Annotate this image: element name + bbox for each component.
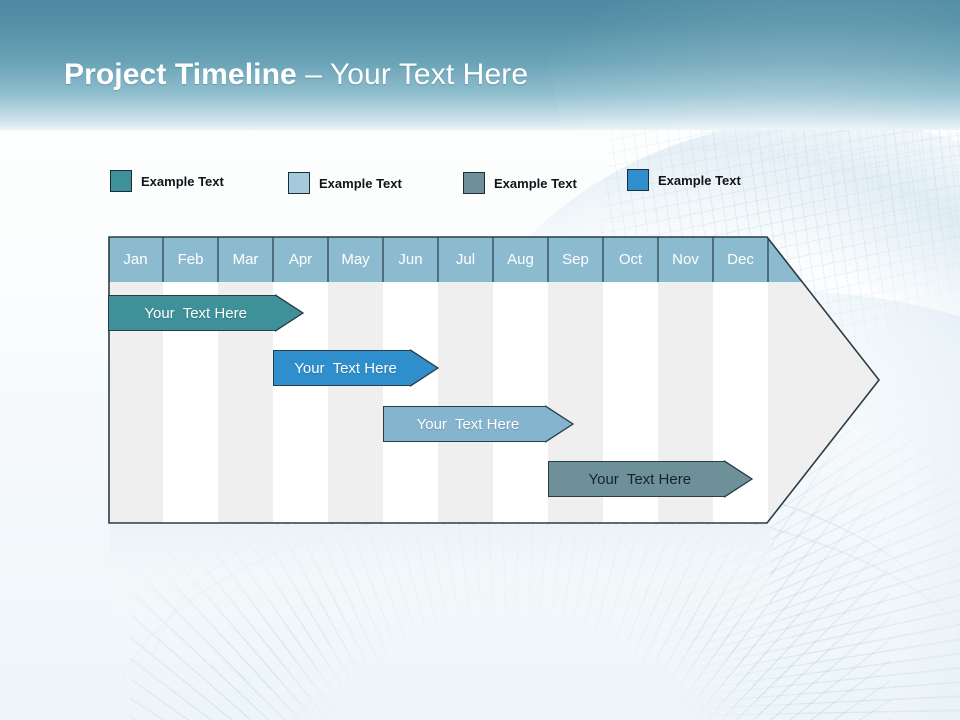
month-header-may[interactable]: May [341,250,370,268]
timeline-bar-3[interactable]: Your Text Here [383,405,574,443]
timeline-bar-2[interactable]: Your Text Here [273,349,440,387]
legend-swatch-icon-3 [463,172,485,194]
legend-item-3: Example Text [463,172,577,194]
legend-label-4: Example Text [658,172,741,188]
timeline-bar-body-3 [383,406,545,442]
timeline-bar-label-2: Your Text Here [294,359,397,377]
legend-item-4: Example Text [627,169,741,191]
legend-swatch-icon-1 [110,170,132,192]
legend-label-2: Example Text [319,175,402,191]
month-header-oct[interactable]: Oct [618,250,643,268]
legend-swatch-icon-4 [627,169,649,191]
timeline-bar-body-4 [548,461,724,497]
month-header-apr[interactable]: Apr [288,250,313,268]
legend-item-2: Example Text [288,172,402,194]
timeline-bar-4[interactable]: Your Text Here [548,460,753,498]
month-header-jun[interactable]: Jun [398,250,423,268]
chart-reflection [110,525,770,645]
timeline-bar-arrowhead-outline-3 [544,405,574,443]
month-header-feb[interactable]: Feb [177,250,204,268]
timeline-bar-arrowhead-outline-4 [723,460,753,498]
timeline-chart: Jan Feb Mar Apr May Jun Jul Aug Sep Oct Nov Dec You… [108,236,880,524]
timeline-bar-arrowhead-outline-2 [410,349,440,387]
timeline-bar-label-3: Your Text Here [416,415,520,433]
month-header-nov[interactable]: Nov [672,250,699,268]
timeline-bar-arrowhead-3 [544,405,573,443]
legend-label-1: Example Text [141,173,224,189]
chart-header-strip [109,237,879,282]
timeline-bar-arrowhead-2 [410,349,438,387]
month-header-jul[interactable]: Jul [455,250,476,268]
month-header-jan[interactable]: Jan [123,250,148,268]
month-header-mar[interactable]: Mar [232,250,259,268]
timeline-bar-label-4: Your Text Here [588,470,692,488]
timeline-bar-arrowhead-1 [275,294,304,332]
header-band [0,0,960,291]
page-title-separator: – [296,58,330,91]
page-title: Project Timeline – Your Text Here [64,58,528,92]
timeline-bar-1[interactable]: Your Text Here [108,294,305,332]
timeline-bar-body-2 [273,350,410,386]
page-title-light: Your Text Here [329,58,529,91]
month-header-sep[interactable]: Sep [562,250,589,268]
timeline-bar-label-1: Your Text Here [144,304,247,322]
page-title-strong: Project Timeline [64,58,297,91]
legend-label-3: Example Text [494,175,577,191]
legend-item-1: Example Text [110,170,224,192]
legend-swatch-icon-2 [288,172,310,194]
timeline-bar-body-1 [108,295,276,331]
timeline-bar-arrowhead-4 [723,460,752,498]
chart-arrow-outline [108,236,880,524]
month-header-dec[interactable]: Dec [727,250,754,268]
month-header-aug[interactable]: Aug [507,250,534,268]
timeline-bar-arrowhead-outline-1 [275,294,305,332]
